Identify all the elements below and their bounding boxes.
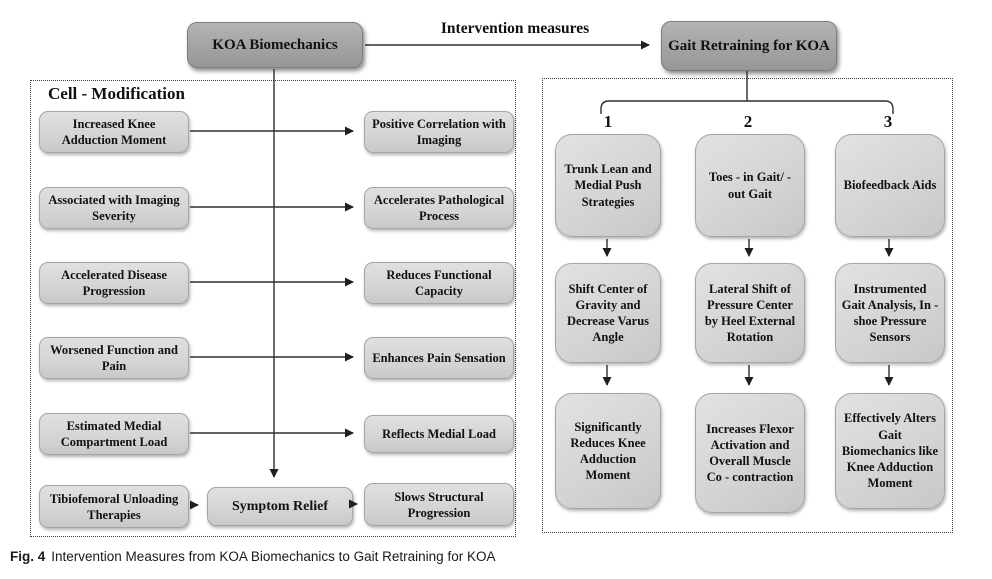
- node-lateral-shift-pressure-center: Lateral Shift of Pressure Center by Heel…: [695, 263, 805, 363]
- node-trunk-lean-medial-push: Trunk Lean and Medial Push Strategies: [555, 134, 661, 237]
- branch-number-2: 2: [743, 112, 753, 131]
- intervention-measures-label: Intervention measures: [440, 20, 590, 37]
- figure-caption: Fig. 4 Intervention Measures from KOA Bio…: [10, 549, 495, 564]
- node-accelerates-pathological-process: Accelerates Pathological Process: [364, 187, 514, 229]
- node-increased-knee-adduction-moment: Increased Knee Adduction Moment: [39, 111, 189, 153]
- node-significantly-reduces-kam: Significantly Reduces Knee Adduction Mom…: [555, 393, 661, 509]
- node-shift-center-of-gravity: Shift Center of Gravity and Decrease Var…: [555, 263, 661, 363]
- branch-number-3: 3: [883, 112, 893, 131]
- panel-cell-modification: Cell - Modification Increased Knee Adduc…: [30, 80, 516, 537]
- node-reflects-medial-load: Reflects Medial Load: [364, 415, 514, 453]
- node-associated-with-imaging-severity: Associated with Imaging Severity: [39, 187, 189, 229]
- figure-caption-text: Intervention Measures from KOA Biomechan…: [51, 549, 496, 564]
- node-symptom-relief: Symptom Relief: [207, 487, 353, 526]
- branch-number-1: 1: [603, 112, 613, 131]
- node-slows-structural-progression: Slows Structural Progression: [364, 483, 514, 526]
- node-toes-in-out-gait: Toes - in Gait/ - out Gait: [695, 134, 805, 237]
- node-biofeedback-aids: Biofeedback Aids: [835, 134, 945, 237]
- node-tibiofemoral-unloading-therapies: Tibiofemoral Unloading Therapies: [39, 485, 189, 528]
- node-instrumented-gait-analysis: Instrumented Gait Analysis, In - shoe Pr…: [835, 263, 945, 363]
- node-enhances-pain-sensation: Enhances Pain Sensation: [364, 337, 514, 379]
- node-increases-flexor-activation: Increases Flexor Activation and Overall …: [695, 393, 805, 513]
- node-positive-correlation-with-imaging: Positive Correlation with Imaging: [364, 111, 514, 153]
- node-effectively-alters-gait: Effectively Alters Gait Biomechanics lik…: [835, 393, 945, 509]
- node-accelerated-disease-progression: Accelerated Disease Progression: [39, 262, 189, 304]
- node-worsened-function-and-pain: Worsened Function and Pain: [39, 337, 189, 379]
- cell-modification-title: Cell - Modification: [48, 84, 185, 103]
- node-koa-biomechanics: KOA Biomechanics: [187, 22, 363, 68]
- figure-caption-label: Fig. 4: [10, 549, 46, 564]
- node-estimated-medial-compartment-load: Estimated Medial Compartment Load: [39, 413, 189, 455]
- node-reduces-functional-capacity: Reduces Functional Capacity: [364, 262, 514, 304]
- node-gait-retraining-koa: Gait Retraining for KOA: [661, 21, 837, 71]
- panel-gait-retraining: 1 2 3 Trunk Lean and Medial Push Strateg…: [542, 78, 953, 533]
